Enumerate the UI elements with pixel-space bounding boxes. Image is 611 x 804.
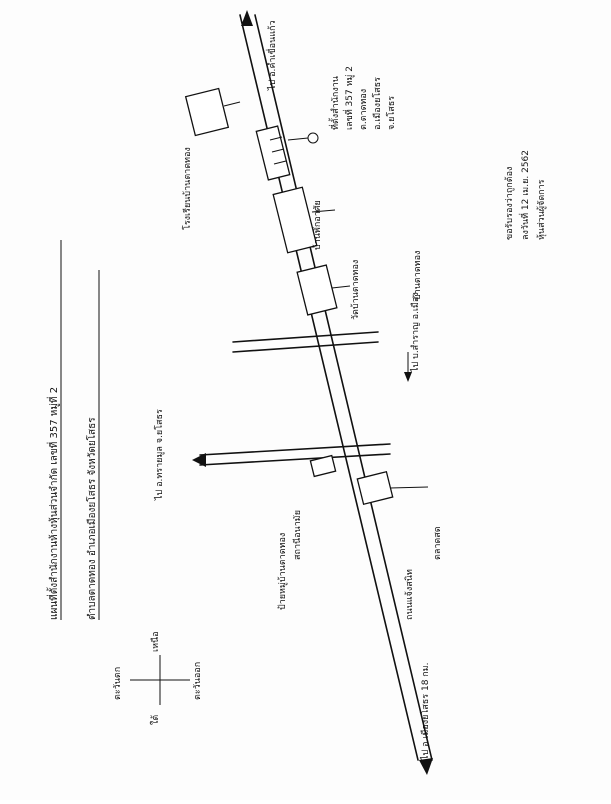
building-houses bbox=[272, 186, 318, 254]
label-office-subdistrict: ต.ตาดทอง bbox=[359, 89, 369, 130]
title-line1: แผนที่ตั้งสำนักงานห้างหุ้นส่วนจำกัด เลขท… bbox=[46, 387, 60, 620]
label-village-sign: ป้ายหมู่บ้านตาดทอง bbox=[277, 533, 288, 610]
building-market bbox=[356, 470, 394, 506]
title-line2: ตำบลตาดทอง อำเภอเมืองยโสธร จังหวัดยโสธร bbox=[85, 417, 98, 620]
cross-road-upper bbox=[232, 331, 379, 353]
office-marker bbox=[307, 132, 319, 144]
cross-road-lower bbox=[199, 443, 391, 466]
building-office bbox=[255, 125, 291, 181]
label-market: ตลาดสด bbox=[433, 526, 443, 560]
west-road-arrow bbox=[192, 453, 206, 467]
label-temple: วัดบ้านตาดทอง bbox=[350, 260, 361, 320]
label-village-north: บ้านตาดทอง bbox=[412, 251, 423, 300]
certify-line3: หุ้นส่วนผู้จัดการ bbox=[536, 179, 547, 240]
label-houses: บ้านพักอาศัย bbox=[312, 200, 323, 250]
label-to-northeast: ไป อ.คำเขื่อนแก้ว bbox=[265, 20, 278, 91]
label-road-name: ถนนแจ้งสนิท bbox=[404, 569, 415, 620]
label-office-district: อ.เมืองยโสธร bbox=[372, 77, 383, 130]
building-school bbox=[184, 87, 230, 137]
compass-west: ตะวันตก bbox=[113, 667, 123, 700]
label-school: โรงเรียนบ้านตาดทอง bbox=[182, 147, 193, 230]
compass-south: ใต้ bbox=[150, 715, 161, 725]
certify-line1: ขอรับรองว่าถูกต้อง bbox=[504, 167, 515, 240]
building-temple bbox=[296, 264, 338, 316]
building-health bbox=[309, 454, 337, 478]
label-health: สถานีอนามัย bbox=[292, 510, 303, 560]
certification-block: ขอรับรองว่าถูกต้อง ลงวันที่ 12 เม.ย. 256… bbox=[504, 150, 547, 240]
label-to-east: ไป บ.สำราญ อ.เมือง bbox=[410, 292, 421, 373]
label-office: ที่ตั้งสำนักงาน bbox=[328, 76, 341, 130]
road-arrow-bottom bbox=[419, 758, 433, 775]
label-office-address: เลขที่ 357 หมู่ 2 bbox=[342, 66, 355, 130]
label-to-city: ไป อ.เมืองยโสธร 18 กม. bbox=[420, 662, 431, 761]
map-title: แผนที่ตั้งสำนักงานห้างหุ้นส่วนจำกัด เลขท… bbox=[46, 240, 100, 620]
label-office-province: จ.ยโสธร bbox=[386, 96, 397, 130]
compass-north: เหนือ bbox=[150, 631, 161, 652]
road-arrow-top bbox=[241, 10, 253, 26]
label-to-west: ไป อ.ทรายมูล จ.ยโสธร bbox=[154, 409, 165, 501]
certify-line2: ลงวันที่ 12 เม.ย. 2562 bbox=[518, 150, 531, 240]
compass-east: ตะวันออก bbox=[193, 662, 203, 700]
compass: เหนือ ใต้ ตะวันตก ตะวันออก bbox=[113, 631, 203, 725]
